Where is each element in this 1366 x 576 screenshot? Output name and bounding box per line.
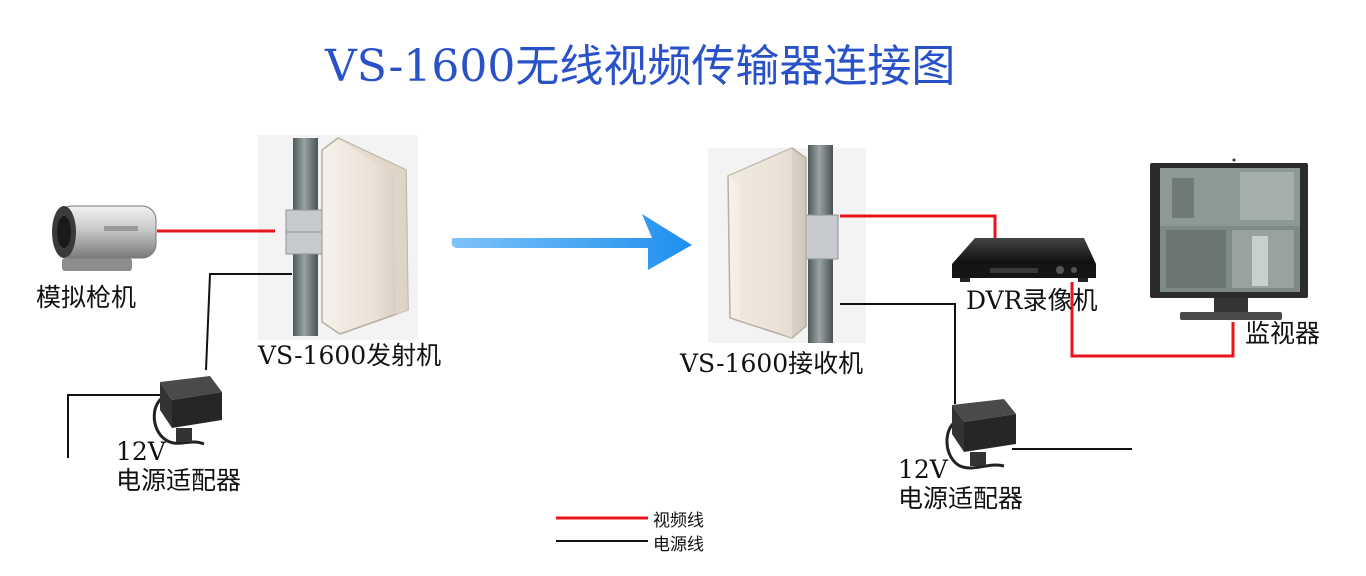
monitor-icon	[1150, 158, 1308, 320]
video-line-receiver-dvr	[840, 214, 997, 238]
monitor-label: 监视器	[1245, 319, 1321, 348]
receiver-icon	[708, 145, 866, 343]
adapter-right-label: 12V 电源适配器	[898, 455, 1024, 514]
transmitter-icon	[258, 135, 418, 340]
power-line-left-mains	[67, 394, 160, 458]
receiver-label: VS-1600接收机	[680, 349, 864, 378]
legend-video-label: 视频线	[653, 511, 704, 531]
adapter-right-name: 电源适配器	[898, 483, 1024, 513]
adapter-right-voltage: 12V	[898, 455, 948, 484]
power-adapter-right-icon	[945, 399, 1016, 470]
adapter-left-label: 12V 电源适配器	[116, 437, 242, 496]
dvr-icon	[952, 238, 1096, 282]
power-lines	[67, 273, 1132, 458]
adapter-left-voltage: 12V	[116, 437, 166, 466]
video-line-dvr-monitor	[1070, 282, 1235, 358]
adapter-left-name: 电源适配器	[116, 465, 242, 495]
diagram-title: VS-1600无线视频传输器连接图	[325, 41, 956, 92]
wireless-arrow	[451, 214, 692, 270]
power-line-left-adapter-transmitter	[205, 273, 292, 371]
analog-camera-icon	[52, 205, 157, 271]
video-lines	[157, 214, 1235, 358]
power-adapter-left-icon	[152, 376, 222, 446]
camera-label: 模拟枪机	[36, 283, 137, 312]
legend-power-label: 电源线	[653, 535, 704, 555]
transmitter-label: VS-1600发射机	[258, 341, 442, 370]
dvr-label: DVR录像机	[966, 286, 1098, 315]
power-line-receiver-adapter	[840, 303, 956, 404]
